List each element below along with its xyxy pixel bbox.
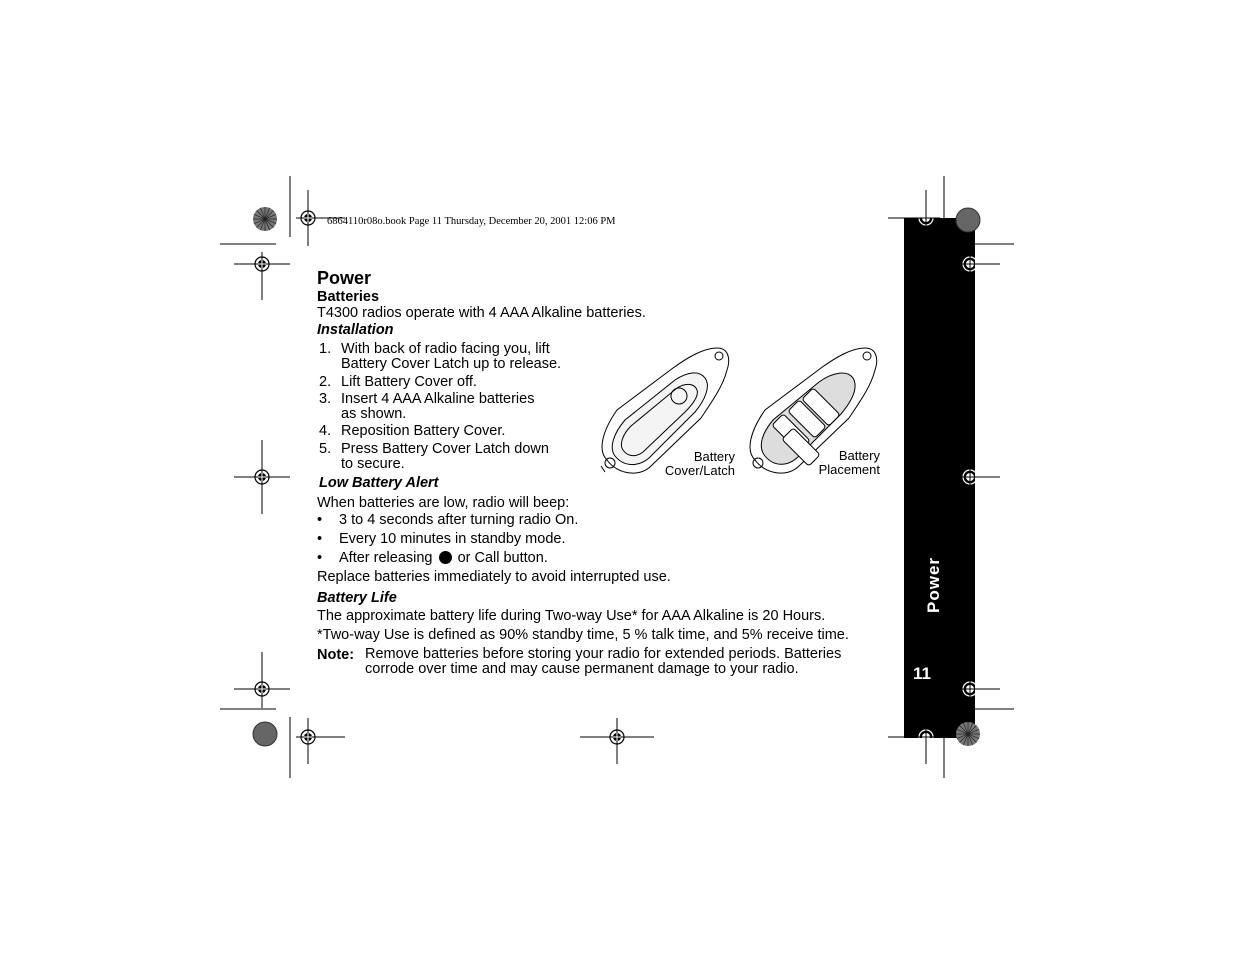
radio-battery-placement-illustration	[749, 347, 878, 474]
note-label: Note:	[317, 647, 355, 663]
registration-mark-icon	[251, 253, 273, 275]
note-text: Remove batteries before storing your rad…	[365, 646, 842, 677]
subsection-title: Batteries	[317, 289, 380, 305]
two-way-use-definition: *Two-way Use is defined as 90% standby t…	[317, 627, 849, 643]
battery-life-text: The approximate battery life during Two-…	[317, 608, 826, 624]
color-starburst-icon	[252, 721, 278, 747]
registration-mark-icon	[915, 726, 937, 748]
color-starburst-icon	[955, 721, 981, 747]
installation-heading: Installation	[317, 322, 394, 338]
ptt-button-icon	[438, 551, 452, 564]
registration-mark-icon	[297, 207, 319, 229]
list-item: •After releasing or Call button.	[317, 550, 548, 566]
battery-life-heading: Battery Life	[317, 590, 397, 606]
registration-mark-icon	[251, 466, 273, 488]
registration-mark-icon	[915, 207, 937, 229]
list-item: •Every 10 minutes in standby mode.	[317, 531, 566, 547]
intro-text: T4300 radios operate with 4 AAA Alkaline…	[317, 305, 646, 321]
color-starburst-icon	[955, 207, 981, 233]
registration-mark-icon	[959, 253, 981, 275]
install-step: 4. Reposition Battery Cover.	[319, 423, 506, 439]
battery-figure	[600, 347, 878, 474]
registration-mark-icon	[297, 726, 319, 748]
install-step: 2. Lift Battery Cover off.	[319, 374, 477, 390]
registration-mark-icon	[251, 678, 273, 700]
low-battery-heading: Low Battery Alert	[319, 475, 439, 491]
page-number: 11	[913, 664, 931, 683]
registration-mark-icon	[959, 678, 981, 700]
registration-mark-icon	[606, 726, 628, 748]
radio-back-cover-illustration	[600, 347, 730, 474]
low-battery-intro: When batteries are low, radio will beep:	[317, 495, 570, 511]
section-title: Power	[317, 268, 372, 288]
list-item: •3 to 4 seconds after turning radio On.	[317, 512, 579, 528]
file-info-header: 6864110r08o.book Page 11 Thursday, Decem…	[327, 216, 616, 227]
registration-mark-icon	[959, 466, 981, 488]
color-starburst-icon	[252, 206, 278, 232]
replace-batteries-text: Replace batteries immediately to avoid i…	[317, 569, 671, 585]
